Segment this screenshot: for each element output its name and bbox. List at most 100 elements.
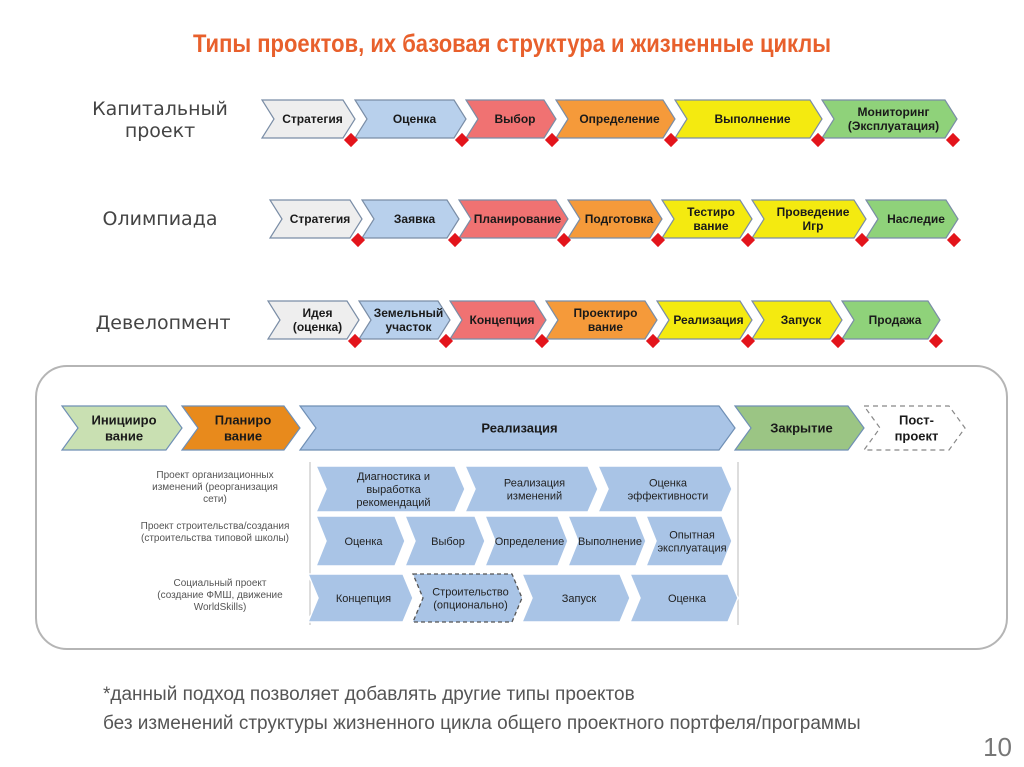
- page-title: Типы проектов, их базовая структура и жи…: [192, 30, 832, 58]
- stage-chevron: [750, 300, 843, 340]
- stage-label: Стратегия: [282, 112, 342, 126]
- phase-chevron: [60, 405, 183, 451]
- footnote: *данный подход позволяет добавлять други…: [103, 680, 861, 738]
- milestone-diamond-icon: [343, 132, 359, 148]
- substage-label: Выбор: [431, 536, 465, 548]
- substage-label: Запуск: [562, 593, 597, 605]
- milestone-diamond-icon: [534, 333, 550, 349]
- substage-label: Концепция: [336, 593, 391, 605]
- milestone-diamond-icon: [854, 232, 870, 248]
- substage-chevron: [463, 465, 599, 513]
- substage-label: Выполнение: [578, 536, 642, 548]
- stage-chevron: [554, 99, 676, 139]
- milestone-diamond-icon: [645, 333, 661, 349]
- milestone-diamond-icon: [830, 333, 846, 349]
- substage-chevron: [596, 465, 733, 513]
- row-label-development: Девелопмент: [78, 312, 248, 334]
- substage-chevron: [520, 573, 631, 623]
- stage-label: Выполнение: [714, 112, 790, 126]
- subproject-label-org: Проект организационных изменений (реорга…: [140, 470, 290, 506]
- stage-label: Реализация: [673, 313, 743, 327]
- milestone-diamond-icon: [447, 232, 463, 248]
- row-label-text: Капитальный проект: [92, 98, 228, 142]
- stage-chevron: [353, 99, 467, 139]
- row-label-capital: Капитальный проект: [80, 98, 240, 142]
- subproject-label-social: Социальный проект (создание ФМШ, движени…: [150, 578, 290, 614]
- stage-chevron: [464, 99, 557, 139]
- stage-chevron: [360, 199, 460, 239]
- footnote-line-1: *данный подход позволяет добавлять други…: [103, 684, 635, 705]
- milestone-diamond-icon: [556, 232, 572, 248]
- subproject-label-text: Проект организационных изменений (реорга…: [152, 470, 278, 505]
- stage-chevron: [457, 199, 569, 239]
- milestone-diamond-icon: [454, 132, 470, 148]
- stage-chevron: [750, 199, 867, 239]
- stage-chevron: [660, 199, 753, 239]
- phase-chevron: [180, 405, 301, 451]
- substage-chevron: [628, 573, 739, 623]
- stage-label: Запуск: [781, 313, 822, 327]
- milestone-diamond-icon: [650, 232, 666, 248]
- stage-chevron: [655, 300, 753, 340]
- stage-chevron: [268, 199, 363, 239]
- phase-label: Реализация: [481, 421, 557, 436]
- stage-chevron: [260, 99, 356, 139]
- milestone-diamond-icon: [740, 232, 756, 248]
- substage-label: Строительство(опционально): [432, 587, 509, 612]
- row-label-text: Девелопмент: [95, 312, 231, 334]
- substage-chevron: [483, 515, 569, 567]
- stage-chevron: [840, 300, 941, 340]
- milestone-diamond-icon: [350, 232, 366, 248]
- page-number: 10: [983, 732, 1012, 762]
- subproject-label-text: Проект строительства/создания (строитель…: [140, 521, 290, 544]
- stage-label: Определение: [579, 112, 660, 126]
- stage-label: Оценка: [393, 112, 437, 126]
- milestone-diamond-icon: [544, 132, 560, 148]
- phase-label: Пост-проект: [895, 413, 939, 444]
- milestone-diamond-icon: [740, 333, 756, 349]
- milestone-diamond-icon: [810, 132, 826, 148]
- stage-label: Продажа: [869, 313, 922, 327]
- substage-chevron: [314, 515, 406, 567]
- milestone-diamond-icon: [438, 333, 454, 349]
- stage-label: Мониторинг(Эксплуатация): [848, 105, 939, 133]
- stage-label: Заявка: [394, 212, 436, 226]
- phase-label: Закрытие: [770, 421, 833, 436]
- subproject-label-construction: Проект строительства/создания (строитель…: [140, 521, 290, 545]
- phase-chevron: [298, 405, 736, 451]
- substage-chevron: [403, 515, 486, 567]
- substage-chevron: [644, 515, 733, 567]
- stage-chevron: [673, 99, 823, 139]
- subproject-label-text: Социальный проект (создание ФМШ, движени…: [157, 578, 283, 613]
- stage-label: Концепция: [470, 313, 535, 327]
- portfolio-frame: [35, 365, 1008, 650]
- substage-chevron: [412, 573, 523, 623]
- substage-chevron: [314, 465, 466, 513]
- stage-chevron: [357, 300, 451, 340]
- phase-chevron: [862, 405, 966, 451]
- stage-chevron: [864, 199, 959, 239]
- milestone-diamond-icon: [663, 132, 679, 148]
- phase-chevron: [733, 405, 865, 451]
- stage-label: Планирование: [474, 212, 562, 226]
- substage-chevron: [306, 573, 414, 623]
- milestone-diamond-icon: [347, 333, 363, 349]
- stage-chevron: [448, 300, 547, 340]
- stage-chevron: [266, 300, 360, 340]
- footnote-line-2: без изменений структуры жизненного цикла…: [103, 713, 861, 734]
- stage-label: Стратегия: [290, 212, 350, 226]
- row-label-olympiad: Олимпиада: [80, 208, 240, 230]
- stage-chevron: [820, 99, 958, 139]
- substage-chevron: [566, 515, 647, 567]
- substage-label: Определение: [495, 536, 565, 548]
- milestone-diamond-icon: [945, 132, 961, 148]
- row-label-text: Олимпиада: [102, 208, 218, 230]
